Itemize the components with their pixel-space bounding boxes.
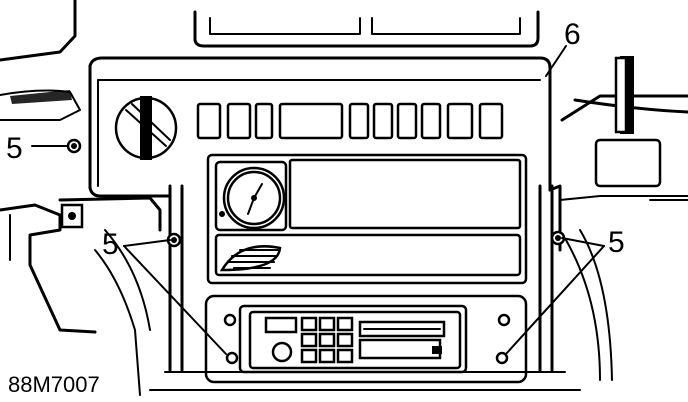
leader-lines — [31, 45, 605, 355]
fixing-screw-upper-left — [66, 138, 82, 154]
callout-5-left-lower: 5 — [102, 228, 119, 261]
radio-fixing-screws — [223, 313, 511, 365]
left-steering-area — [0, 0, 162, 396]
centre-console-frame — [168, 153, 554, 372]
callout-6-fascia: 6 — [564, 18, 581, 51]
figure-reference-code: 88M7007 — [8, 372, 100, 397]
right-side-trim — [548, 56, 688, 381]
upper-console — [193, 10, 540, 48]
dashboard-fascia-panel — [88, 56, 552, 198]
callout-5-left-upper: 5 — [6, 132, 23, 165]
analogue-clock — [214, 160, 288, 232]
radio-head-unit — [264, 316, 446, 364]
air-vent-grille — [219, 245, 282, 272]
callout-5-right-lower: 5 — [608, 226, 625, 259]
rotary-control-knob — [114, 96, 178, 160]
